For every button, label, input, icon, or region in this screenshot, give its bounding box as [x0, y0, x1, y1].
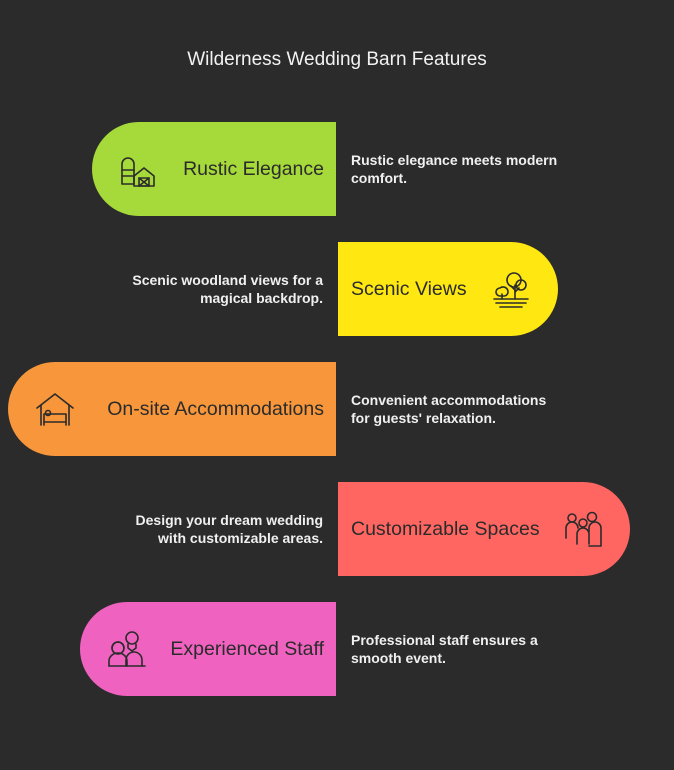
feature-experienced-staff: Experienced Staff: [80, 602, 336, 696]
feature-label: Scenic Views: [351, 277, 467, 300]
feature-label: Experienced Staff: [170, 637, 324, 660]
feature-description: Professional staff ensures a smooth even…: [351, 632, 538, 666]
feature-description: Convenient accommodations for guests' re…: [351, 392, 547, 426]
feature-description: Design your dream wedding with customiza…: [135, 512, 323, 546]
feature-label: On-site Accommodations: [107, 397, 324, 420]
trees-icon: [490, 268, 532, 310]
feature-label: Customizable Spaces: [351, 517, 540, 540]
feature-rustic-elegance: Rustic Elegance: [92, 122, 336, 216]
people-group-icon: [562, 508, 604, 550]
house-bed-icon: [34, 388, 76, 430]
feature-onsite-accommodations: On-site Accommodations: [8, 362, 336, 456]
staff-people-icon: [106, 628, 148, 670]
barn-silo-icon: [118, 148, 160, 190]
feature-scenic-views: Scenic Views: [338, 242, 558, 336]
feature-label: Rustic Elegance: [183, 157, 324, 180]
page-title: Wilderness Wedding Barn Features: [187, 49, 487, 70]
feature-description: Rustic elegance meets modern comfort.: [351, 152, 558, 186]
feature-description: Scenic woodland views for a magical back…: [132, 272, 323, 306]
feature-customizable-spaces: Customizable Spaces: [338, 482, 630, 576]
